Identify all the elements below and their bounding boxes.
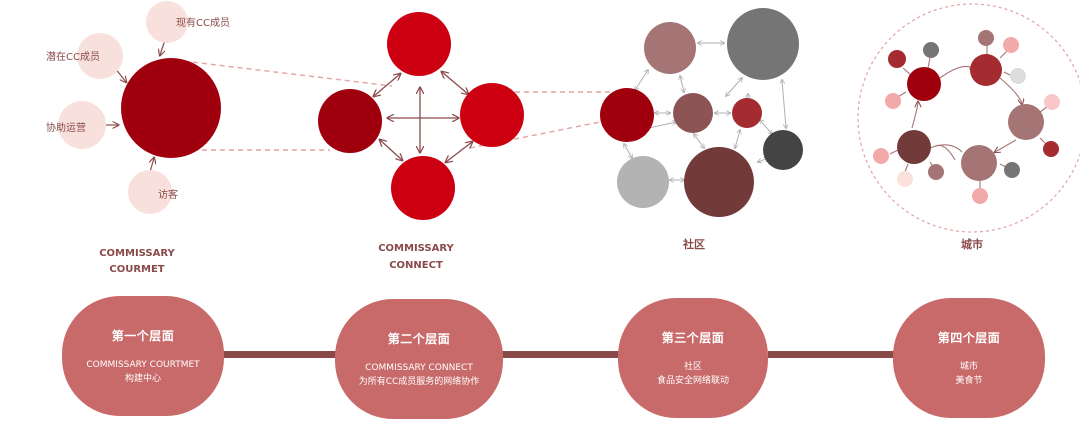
stage2-node-bottom	[391, 156, 455, 220]
stage3-node-dark-brown	[684, 147, 754, 217]
stage1-label-assist: 协助运营	[46, 121, 86, 134]
stage4-satellite	[885, 93, 901, 109]
stage3-title: 社区	[682, 237, 705, 251]
stage3-node-red-small	[732, 98, 762, 128]
stage-card-2: 第二个层面 COMMISSARY CONNECT 为所有CC成员服务的网络协作	[335, 299, 503, 419]
stage2-node-right	[460, 83, 524, 147]
stage-card-title: 第三个层面	[661, 330, 725, 345]
stage4-node-red	[907, 67, 941, 101]
stage3-node-brown-center	[673, 93, 713, 133]
stage4-satellite	[923, 42, 939, 58]
stage-card-line1: 社区	[683, 361, 702, 372]
stage4-node-dark-brown	[897, 130, 931, 164]
stage-card-title: 第一个层面	[111, 328, 175, 343]
stage4-satellite	[1003, 37, 1019, 53]
stage1-node-potential-member	[77, 33, 123, 79]
stage4-satellite	[1043, 141, 1059, 157]
stage-card-line1: COMMISSARY COURTMET	[86, 359, 200, 370]
stage2-title-line2: CONNECT	[389, 260, 443, 271]
stage1-hub	[121, 58, 221, 158]
stage-card-title: 第二个层面	[387, 331, 451, 346]
stage1-node-visitor	[128, 170, 172, 214]
stage1-to-stage2-dashes	[174, 59, 611, 151]
stage1-label-visitor: 访客	[158, 188, 178, 201]
timeline-connector-1	[220, 351, 340, 358]
stage4-satellite	[873, 148, 889, 164]
stage4-satellite	[897, 171, 913, 187]
stage4-satellite	[1044, 94, 1060, 110]
stage-card-line1: 城市	[959, 361, 978, 372]
timeline-connector-2	[500, 351, 622, 358]
stage-card-title: 第四个层面	[937, 330, 1001, 345]
stage2-node-top	[387, 12, 451, 76]
stage4-satellite	[978, 30, 994, 46]
stage-card-line2: 食品安全网络联动	[656, 375, 729, 386]
timeline-connector-3	[768, 351, 898, 358]
stage4-city-boundary	[857, 3, 1080, 233]
stage-card-1: 第一个层面 COMMISSARY COURTMET 构建中心	[62, 296, 224, 416]
stage2-node-left	[318, 89, 382, 153]
stage4-title: 城市	[961, 237, 983, 251]
stage-card-line2: 为所有CC成员服务的网络协作	[358, 376, 480, 387]
stage3-community-network: 社区	[600, 8, 803, 251]
stage4-satellite	[1010, 68, 1026, 84]
stage4-satellite	[928, 164, 944, 180]
stage-card-line2: 构建中心	[124, 373, 161, 384]
stage1-hub-cluster: 现有CC成员 潜在CC成员 协助运营 访客 COMMISSARY COURMET	[46, 1, 230, 275]
stage4-satellite	[888, 50, 906, 68]
stage1-node-assist	[58, 101, 106, 149]
stage-card-3: 第三个层面 社区 食品安全网络联动	[618, 298, 768, 418]
stage1-label-current-member: 现有CC成员	[176, 16, 230, 29]
stage-card-4: 第四个层面 城市 美食节	[893, 298, 1045, 418]
stage2-title-line1: COMMISSARY	[378, 243, 454, 254]
stage2-connect-cluster: COMMISSARY CONNECT	[318, 12, 524, 271]
stage4-node-mauve-bottom	[961, 145, 997, 181]
stage1-label-potential-member: 潜在CC成员	[46, 50, 100, 63]
stage4-satellite	[972, 188, 988, 204]
stage-card-line2: 美食节	[955, 375, 983, 386]
stage4-city-network: 城市	[857, 3, 1080, 251]
stage3-node-mauve-top	[644, 22, 696, 74]
stage4-node-red-top	[970, 54, 1002, 86]
stage3-node-red-left	[600, 88, 654, 142]
stage1-title-line1: COMMISSARY	[99, 248, 175, 259]
stage3-node-gray-bottom	[617, 156, 669, 208]
stage1-title-line2: COURMET	[109, 264, 164, 275]
stage4-node-mauve-right	[1008, 104, 1044, 140]
stage3-node-gray-top	[727, 8, 799, 80]
stage-card-line1: COMMISSARY CONNECT	[365, 362, 473, 373]
stage3-node-charcoal	[763, 130, 803, 170]
stage4-satellite	[1004, 162, 1020, 178]
stage1-node-current-member	[146, 1, 188, 43]
